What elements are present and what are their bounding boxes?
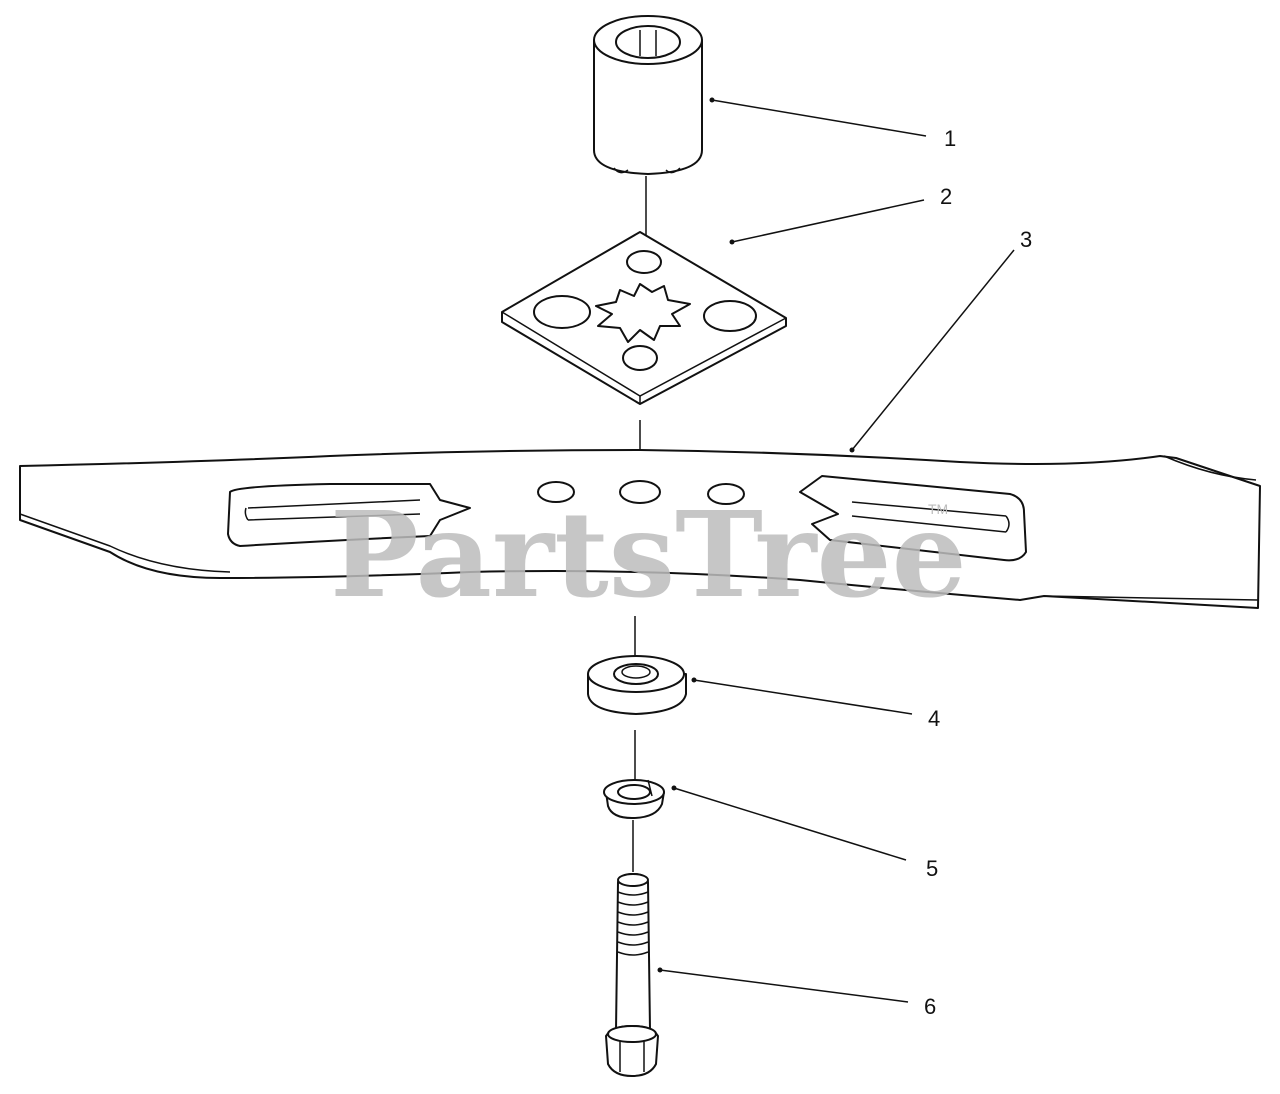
part-6-blade-bolt[interactable] xyxy=(605,873,659,1077)
watermark: PartsTree TM xyxy=(330,485,967,624)
part-1-hub-adapter[interactable] xyxy=(593,15,703,175)
leader-lines xyxy=(657,97,1015,1003)
part-5-lock-washer[interactable] xyxy=(603,779,665,819)
callout-1: 1 xyxy=(944,126,956,151)
watermark-trademark: TM xyxy=(928,501,948,517)
callout-6: 6 xyxy=(924,994,936,1019)
callout-labels: 1 2 3 4 5 6 xyxy=(924,126,1032,1019)
watermark-text: PartsTree xyxy=(330,485,967,624)
callout-4: 4 xyxy=(928,706,940,731)
callout-3: 3 xyxy=(1020,227,1032,252)
part-3-mower-blade[interactable] xyxy=(19,449,1261,609)
callout-5: 5 xyxy=(926,856,938,881)
callout-2: 2 xyxy=(940,184,952,209)
part-2-mounting-plate[interactable] xyxy=(501,231,787,405)
part-4-spacer-washer[interactable] xyxy=(587,655,687,715)
